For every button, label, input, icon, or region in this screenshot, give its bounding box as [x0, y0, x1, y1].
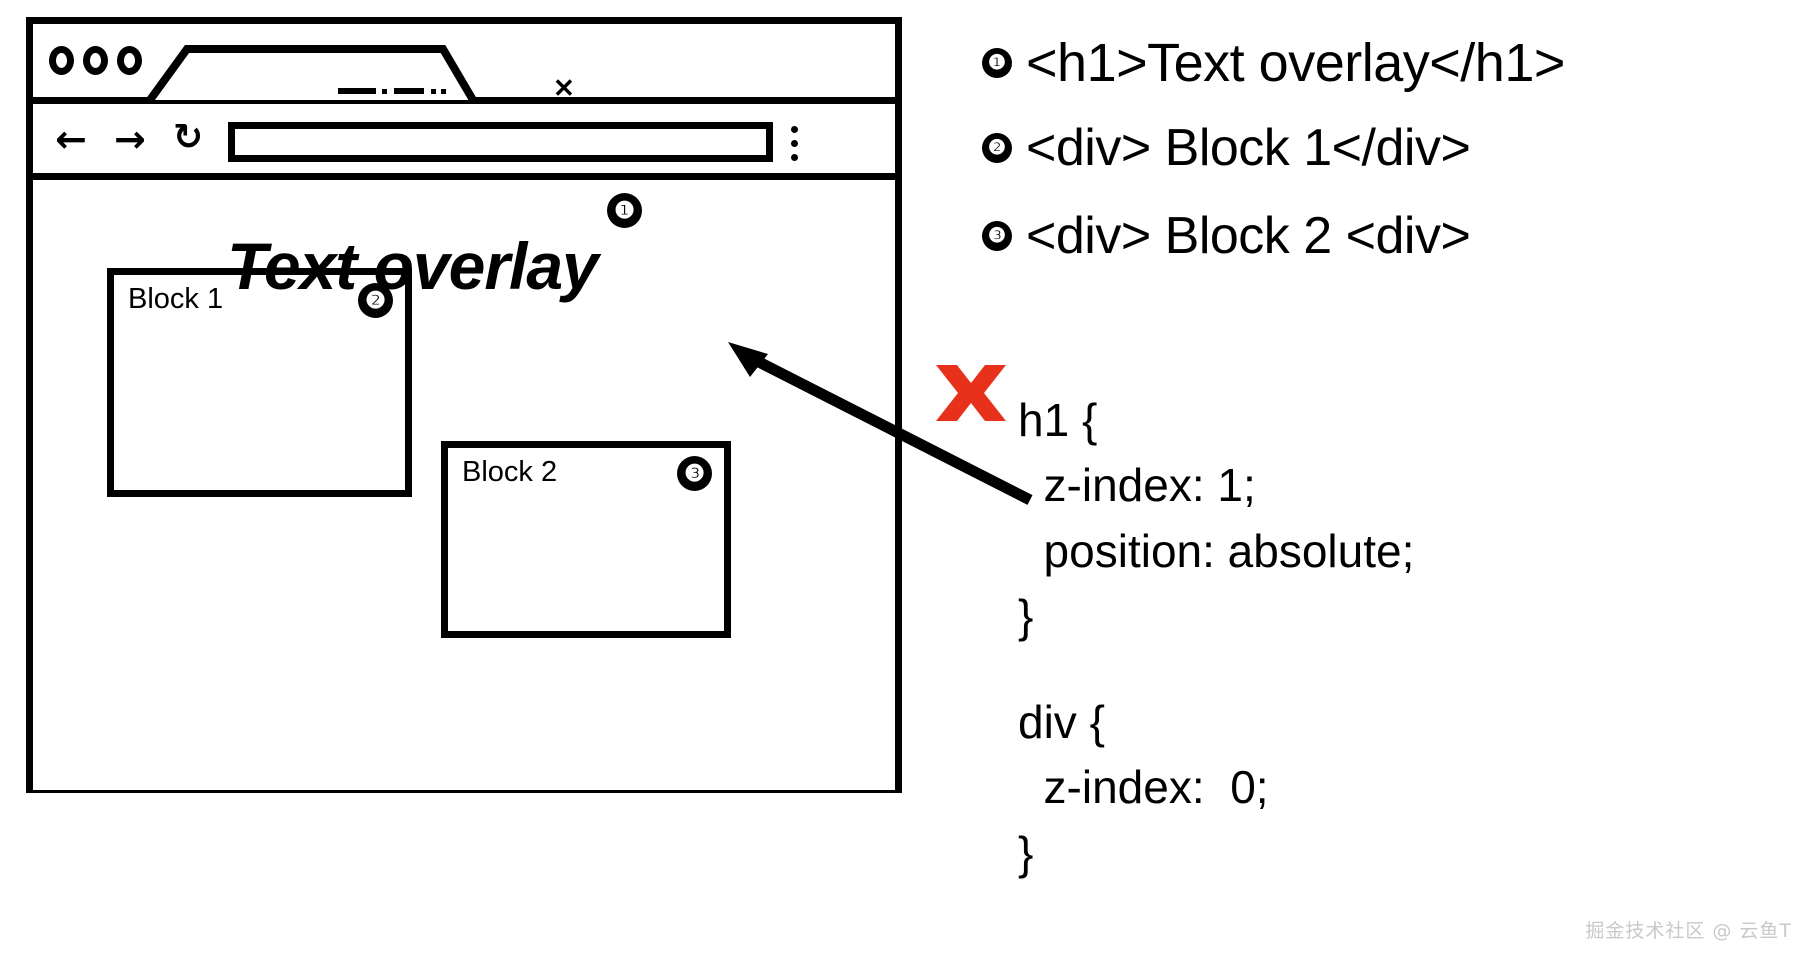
css-rule-div: div { z-index: 0; } — [1018, 696, 1269, 879]
legend-item-1: ❶ <h1>Text overlay</h1> — [982, 36, 1565, 90]
watermark: 掘金技术社区 @ 云鱼T — [1585, 920, 1792, 942]
page-block-1: Block 1 ❷ — [107, 268, 412, 497]
legend-item-2: ❷ <div> Block 1</div> — [982, 119, 1471, 177]
address-bar-input[interactable] — [228, 122, 773, 162]
window-controls — [49, 46, 142, 75]
legend-marker-1: ❶ — [982, 48, 1012, 78]
page-viewport: Block 1 ❷ Block 2 ❸ Text overlay ❶ — [33, 180, 895, 790]
browser-toolbar: ← → ↻ — [33, 104, 895, 180]
window-close-icon[interactable] — [49, 46, 74, 75]
tab-shape-icon — [146, 45, 477, 103]
forward-arrow-icon[interactable]: → — [114, 117, 146, 161]
block-1-marker: ❷ — [358, 283, 393, 318]
block-2-marker: ❸ — [677, 456, 712, 491]
menu-dot — [791, 154, 798, 161]
back-arrow-icon[interactable]: ← — [55, 117, 87, 161]
legend-code-1: <h1>Text overlay</h1> — [1026, 33, 1565, 93]
browser-tab[interactable]: ✕ — [143, 43, 575, 104]
annotation-panel: ❶ <h1>Text overlay</h1> ❷ <div> Block 1<… — [982, 0, 1802, 963]
block-2-label: Block 2 — [462, 456, 558, 488]
css-rule-h1: h1 { z-index: 1; position: absolute; } — [1018, 394, 1415, 642]
legend-code-2: <div> Block 1</div> — [1026, 119, 1471, 177]
legend-item-3: ❸ <div> Block 2 <div> — [982, 207, 1471, 265]
browser-menu-icon[interactable] — [791, 126, 798, 161]
reload-icon[interactable]: ↻ — [173, 117, 204, 158]
legend-marker-2: ❷ — [982, 133, 1012, 163]
page-block-2: Block 2 ❸ — [441, 441, 731, 638]
browser-titlebar: ✕ — [33, 24, 895, 104]
tab-close-icon[interactable]: ✕ — [553, 73, 575, 103]
legend-code-3: <div> Block 2 <div> — [1026, 207, 1471, 265]
window-minimize-icon[interactable] — [83, 46, 108, 75]
window-maximize-icon[interactable] — [117, 46, 142, 75]
menu-dot — [791, 140, 798, 147]
menu-dot — [791, 126, 798, 133]
heading-marker: ❶ — [607, 193, 642, 228]
tab-title-placeholder-icon — [338, 88, 446, 94]
page-heading-text-overlay: Text overlay — [227, 229, 599, 303]
browser-window-mockup: ✕ ← → ↻ Block 1 ❷ Block 2 ❸ Text overlay… — [26, 17, 902, 793]
legend-marker-3: ❸ — [982, 221, 1012, 251]
block-1-label: Block 1 — [128, 283, 224, 315]
